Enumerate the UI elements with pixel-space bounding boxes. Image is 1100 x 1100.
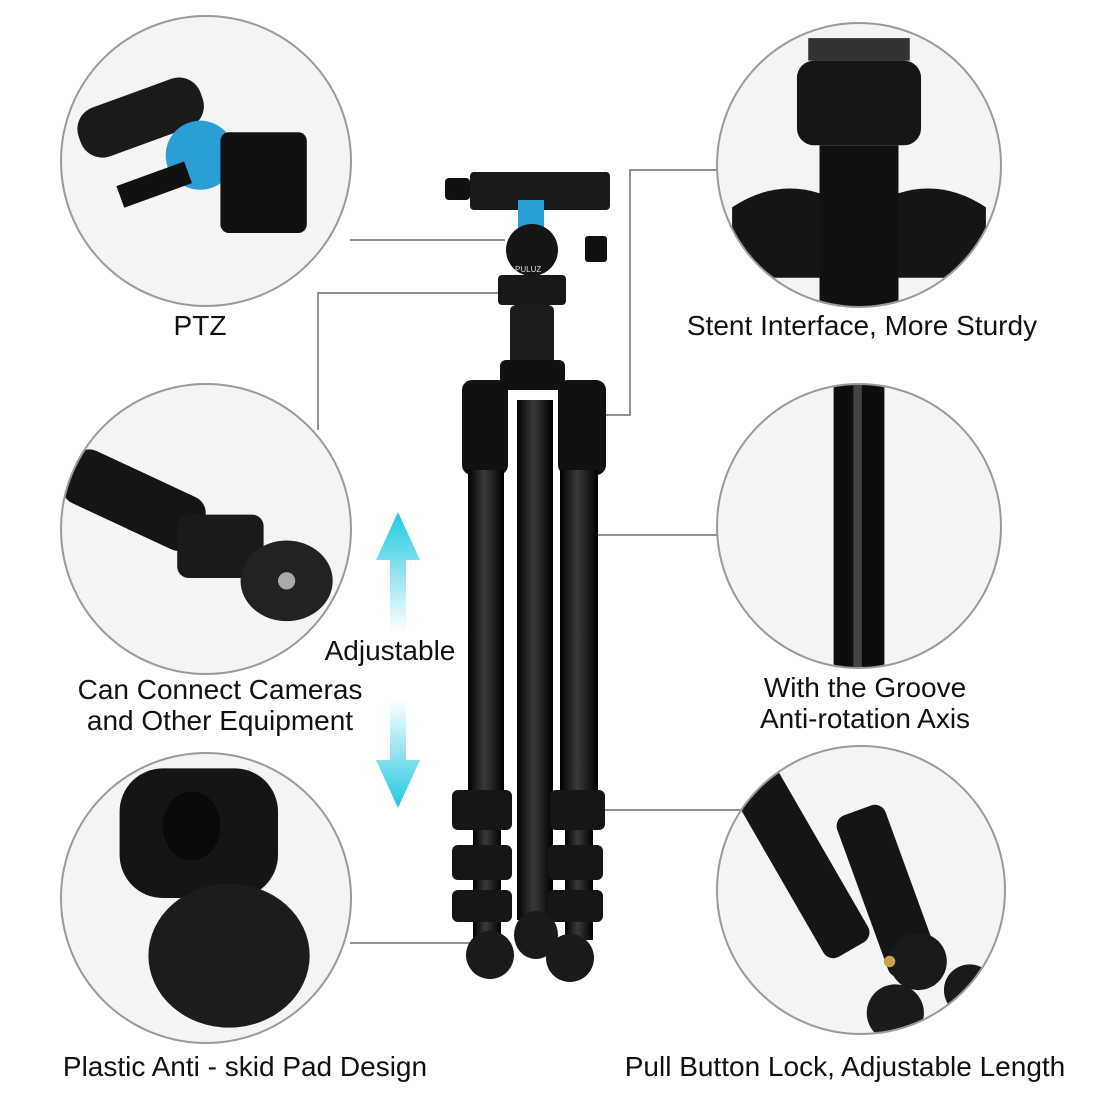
label-lock: Pull Button Lock, Adjustable Length xyxy=(624,1051,1066,1082)
label-pad: Plastic Anti - skid Pad Design xyxy=(62,1051,428,1082)
detail-groove-image xyxy=(716,383,1002,669)
label-stent: Stent Interface, More Sturdy xyxy=(686,310,1038,341)
label-connect: Can Connect Cameras and Other Equipment xyxy=(40,674,400,736)
tripod: PULUZ xyxy=(445,172,610,982)
detail-stent-image xyxy=(716,22,1002,308)
label-groove-line2: Anti-rotation Axis xyxy=(759,703,971,734)
detail-ptz-image xyxy=(60,15,352,307)
adjustable-arrows xyxy=(376,512,420,808)
detail-connect-image xyxy=(60,383,352,675)
leader-lines xyxy=(317,169,742,944)
label-connect-line2: and Other Equipment xyxy=(86,705,354,736)
label-groove: With the Groove Anti-rotation Axis xyxy=(700,672,1030,734)
label-adjustable: Adjustable xyxy=(324,635,456,666)
detail-pad-image xyxy=(60,752,352,1044)
brand-logo: PULUZ xyxy=(515,265,541,274)
detail-lock-image xyxy=(716,745,1006,1035)
label-connect-line1: Can Connect Cameras xyxy=(77,674,363,705)
label-groove-line1: With the Groove xyxy=(763,672,967,703)
label-ptz: PTZ xyxy=(173,310,227,341)
